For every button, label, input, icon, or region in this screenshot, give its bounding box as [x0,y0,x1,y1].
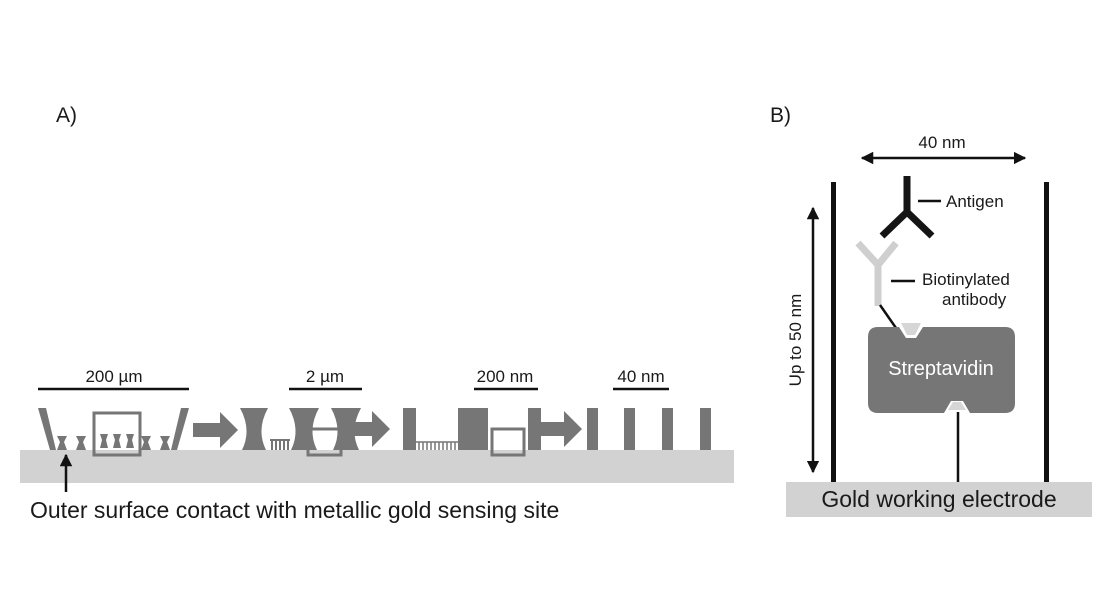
zoom-box-3 [490,427,526,457]
panel-b: B) Gold working electrode 40 nm Up to 50… [770,104,1092,517]
scale-bar-2um: 2 µm [289,367,362,391]
scale-label-2um: 2 µm [306,367,344,386]
molecule-layer-2 [416,441,458,450]
panel-a: A) 200 µm 2 µm 200 nm 40 nm [20,104,734,523]
biotin-linker [878,304,898,329]
zoom-box-2 [306,427,343,457]
biotin-pocket-bottom [948,402,966,410]
channel-wall-right [1044,182,1049,482]
antigen-icon [879,176,935,239]
streptavidin-block [868,327,1015,413]
channel-wall-left [831,182,836,482]
antibody-label-line1: Biotinylated [922,270,1010,289]
zoom-arrow-3 [541,411,582,447]
streptavidin-label: Streptavidin [888,358,994,380]
molecule-layer-1 [270,439,290,450]
zoom-arrow-1 [193,412,238,448]
zoom-box-1 [92,411,142,457]
scale-label-200um: 200 µm [85,367,142,386]
stage-200um-well [38,408,189,457]
scale-label-40nm: 40 nm [617,367,664,386]
scale-bar-200nm: 200 nm [474,367,538,391]
stage-200nm-posts [403,408,541,457]
surface-caption: Outer surface contact with metallic gold… [30,497,559,523]
antibody-label-line2: antibody [942,290,1007,309]
stage-2um-pillars [240,408,361,457]
scale-bar-40nm: 40 nm [613,367,669,391]
gold-electrode [786,482,1092,517]
electrode-label: Gold working electrode [821,486,1056,512]
panel-b-label: B) [770,104,791,127]
scale-bar-200um: 200 µm [38,367,189,391]
zoom-arrow-2 [344,411,390,447]
antigen-label: Antigen [946,192,1004,211]
panel-a-label: A) [56,104,77,127]
biotin-pocket-top [901,323,921,335]
antibody-icon [855,240,899,306]
stage-40nm-walls [587,408,711,450]
height-label: Up to 50 nm [786,294,805,387]
scale-label-200nm: 200 nm [477,367,534,386]
width-label: 40 nm [918,133,965,152]
